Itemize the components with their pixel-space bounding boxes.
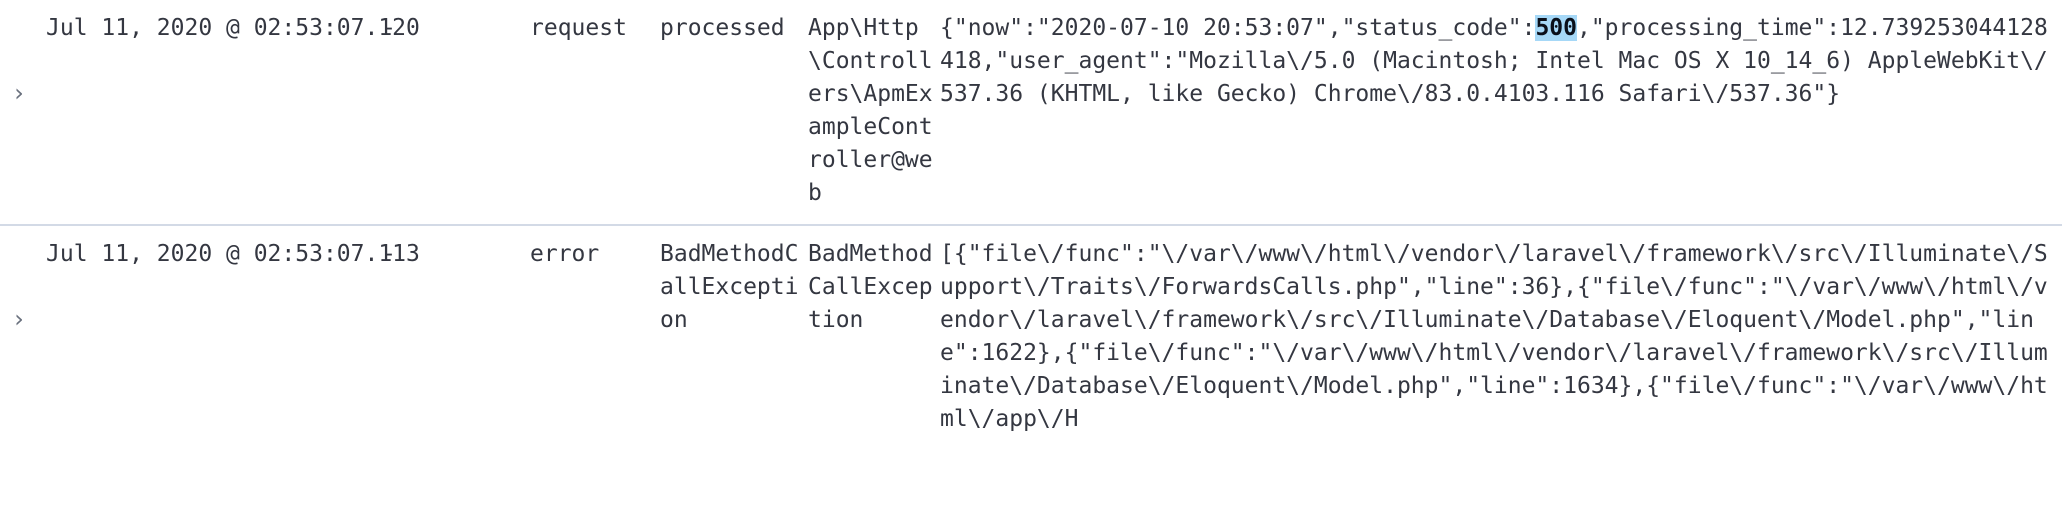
row-name-field: BadMethodCallException <box>660 241 799 333</box>
row-content-field: [{"file\/func":"\/var\/www\/html\/vendor… <box>940 225 2062 450</box>
row-dash-field: - <box>382 15 396 41</box>
content-text-before: [{"file\/func":"\/var\/www\/html\/vendor… <box>940 241 2048 432</box>
row-source-field: App\Http\Controllers\ApmExampleControlle… <box>808 15 933 206</box>
row-content-field: {"now":"2020-07-10 20:53:07","status_cod… <box>940 0 2062 225</box>
content-text-before: {"now":"2020-07-10 20:53:07","status_cod… <box>940 15 1536 41</box>
row-expand-toggle-cell[interactable]: › <box>0 225 46 450</box>
search-highlight-match: 500 <box>1535 15 1577 41</box>
row-source-field: BadMethodCallException <box>808 241 933 333</box>
content-text-after: ,"processing_time":12.739253044128418,"u… <box>940 15 2048 107</box>
chevron-right-icon[interactable]: › <box>14 305 24 333</box>
row-expand-toggle-cell[interactable]: › <box>0 0 46 225</box>
row-timestamp: Jul 11, 2020 @ 02:53:07.113 <box>46 241 420 267</box>
table-row[interactable]: › Jul 11, 2020 @ 02:53:07.120 - request … <box>0 0 2062 225</box>
log-documents-table: › Jul 11, 2020 @ 02:53:07.120 - request … <box>0 0 2062 450</box>
row-timestamp: Jul 11, 2020 @ 02:53:07.120 <box>46 15 420 41</box>
table-row[interactable]: › Jul 11, 2020 @ 02:53:07.113 - error Ba… <box>0 225 2062 450</box>
row-dash-field: - <box>382 241 396 267</box>
chevron-right-icon[interactable]: › <box>14 79 24 107</box>
row-type-field: error <box>530 241 600 267</box>
row-type-field: request <box>530 15 627 41</box>
row-name-field: processed <box>660 15 785 41</box>
log-table-body: › Jul 11, 2020 @ 02:53:07.120 - request … <box>0 0 2062 450</box>
